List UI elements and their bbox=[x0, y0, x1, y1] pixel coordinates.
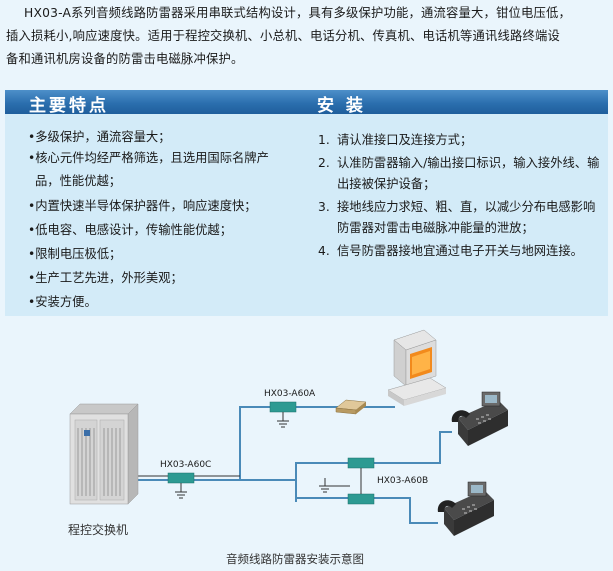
feature-item: •核心元件均经严格筛选，且选用国际名牌产 bbox=[28, 151, 269, 165]
section-header-band: 主要特点 安 装 bbox=[5, 90, 608, 116]
feature-item: •安装方便。 bbox=[28, 295, 97, 309]
modem-icon bbox=[335, 399, 367, 415]
diagram-caption: 音频线路防雷器安装示意图 bbox=[226, 552, 364, 566]
feature-item: 品，性能优越； bbox=[35, 174, 122, 188]
install-step: 3. 接地线应力求短、粗、直，以减少分布电感影响防雷器对雷击电磁脉冲能量的泄放； bbox=[318, 197, 603, 239]
step-text: 请认准接口及连接方式； bbox=[337, 133, 473, 147]
ground-symbol-icon bbox=[319, 478, 331, 493]
pbx-caption: 程控交换机 bbox=[68, 523, 129, 537]
label-hx03-a60c: HX03-A60C bbox=[160, 460, 211, 470]
intro-paragraph: HX03-A系列音频线路防雷器采用串联式结构设计，具有多级保护功能，通流容量大，… bbox=[6, 2, 606, 71]
intro-line-2: 插入损耗小,响应速度快。适用于程控交换机、小总机、电话分机、传真机、电话机等通讯… bbox=[6, 29, 560, 43]
computer-icon bbox=[387, 329, 447, 406]
telephone-icon bbox=[451, 391, 508, 446]
telephone-icon bbox=[437, 481, 494, 536]
features-title: 主要特点 bbox=[29, 96, 109, 116]
install-title: 安 装 bbox=[317, 96, 366, 116]
label-hx03-a60a: HX03-A60A bbox=[264, 389, 316, 399]
feature-item: •生产工艺先进，外形美观； bbox=[28, 271, 183, 285]
step-number: 4. bbox=[318, 244, 330, 258]
protector-a60a-icon bbox=[269, 401, 297, 428]
feature-item: •低电容、电感设计，传输性能优越； bbox=[28, 223, 233, 237]
step-text: 接地线应力求短、粗、直，以减少分布电感影响防雷器对雷击电磁脉冲能量的泄放； bbox=[337, 200, 596, 235]
install-step: 1. 请认准接口及连接方式； bbox=[318, 130, 603, 151]
feature-item: •多级保护，通流容量大； bbox=[28, 130, 171, 144]
features-panel bbox=[5, 114, 608, 316]
install-step: 4. 信号防雷器接地宜通过电子开关与地网连接。 bbox=[318, 241, 603, 262]
step-text: 信号防雷器接地宜通过电子开关与地网连接。 bbox=[337, 244, 583, 258]
feature-item: •内置快速半导体保护器件，响应速度快； bbox=[28, 199, 257, 213]
step-number: 2. bbox=[318, 156, 330, 170]
install-list: 1. 请认准接口及连接方式； 2. 认准防雷器输入/输出接口标识，输入接外线、输… bbox=[318, 130, 603, 264]
feature-item: •限制电压极低； bbox=[28, 247, 122, 261]
install-step: 2. 认准防雷器输入/输出接口标识，输入接外线、输出接被保护设备； bbox=[318, 153, 603, 195]
intro-line-3: 备和通讯机房设备的防雷击电磁脉冲保护。 bbox=[6, 52, 244, 66]
step-number: 3. bbox=[318, 200, 330, 214]
features-list: •多级保护，通流容量大； •核心元件均经严格筛选，且选用国际名牌产 品，性能优越… bbox=[28, 127, 298, 313]
step-number: 1. bbox=[318, 133, 330, 147]
step-text: 认准防雷器输入/输出接口标识，输入接外线、输出接被保护设备； bbox=[337, 156, 600, 191]
intro-line-1: HX03-A系列音频线路防雷器采用串联式结构设计，具有多级保护功能，通流容量大，… bbox=[24, 6, 571, 20]
protector-a60b-icon bbox=[347, 457, 375, 505]
label-hx03-a60b: HX03-A60B bbox=[377, 476, 428, 486]
protector-a60c-icon bbox=[167, 472, 195, 499]
pbx-cabinet-icon bbox=[69, 403, 139, 505]
installation-diagram: HX03-A60A HX03-A60C HX03-A60B bbox=[69, 329, 508, 536]
